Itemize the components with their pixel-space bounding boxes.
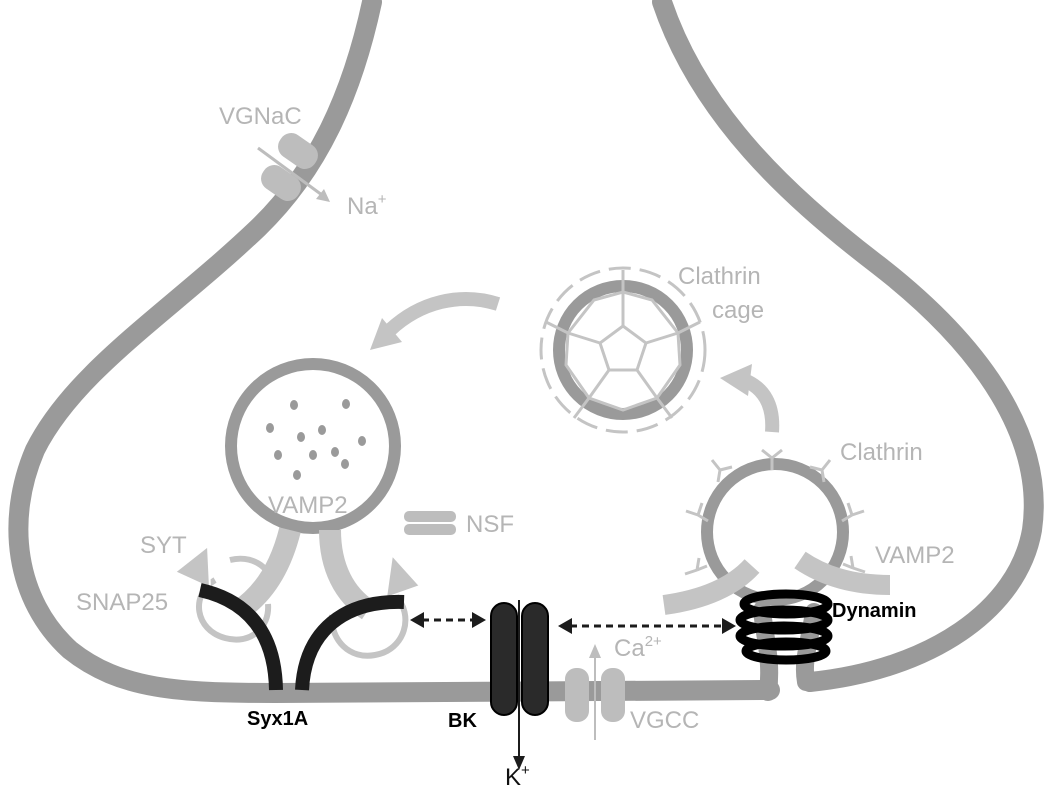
na-label: Na+ <box>347 191 387 220</box>
vamp2-right-label: VAMP2 <box>875 542 955 569</box>
recycling-arrow-left <box>370 292 501 350</box>
synaptic-vesicle <box>225 358 401 534</box>
nsf-label: NSF <box>466 511 514 538</box>
vamp2-left-label: VAMP2 <box>268 492 348 519</box>
recycling-arrow-right <box>720 364 780 433</box>
vgnac-channel <box>257 133 330 202</box>
bk-channel <box>490 600 549 770</box>
clathrin-coated-vesicle <box>662 448 891 615</box>
dynamin-ring <box>735 589 833 665</box>
dynamin-label: Dynamin <box>832 600 916 622</box>
interaction-arrow-bk-dynamin <box>558 618 736 634</box>
vgcc-channel <box>565 644 625 740</box>
vgnac-label: VGNaC <box>219 103 302 130</box>
interaction-arrow-syx1a-bk <box>410 612 486 628</box>
presynaptic-membrane-right <box>652 0 1044 692</box>
clathrin-label: Clathrin <box>840 439 923 466</box>
syx1a-label: Syx1A <box>247 708 308 730</box>
nsf-protein <box>404 511 456 535</box>
clathrin-cage-label-line2: cage <box>712 297 764 324</box>
clathrin-cage-label-line1: Clathrin <box>678 263 761 290</box>
snap25-label: SNAP25 <box>76 589 168 616</box>
bk-label: BK <box>448 710 477 732</box>
clathrin-cage <box>539 266 707 434</box>
syt-label: SYT <box>140 532 187 559</box>
k-label: K+ <box>505 762 530 790</box>
endocytic-neck <box>753 601 823 701</box>
ca-label: Ca2+ <box>614 633 662 662</box>
vgcc-label: VGCC <box>630 707 699 734</box>
syx1a-protein <box>198 583 405 691</box>
